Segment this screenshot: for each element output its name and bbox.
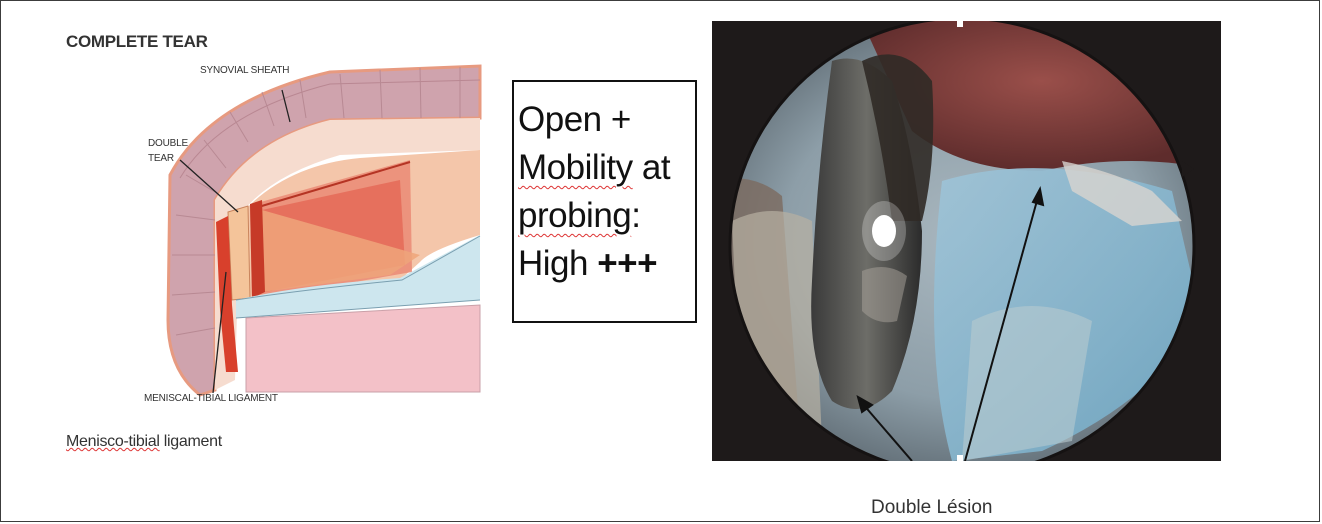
textbox-line-3: probing: xyxy=(518,192,691,240)
caption-rest: ligament xyxy=(160,433,222,450)
label-meniscal-tibial: MENISCAL-TIBIAL LIGAMENT xyxy=(144,391,278,406)
textbox-line-4: High +++ xyxy=(518,240,691,288)
label-double-tear-line1: DOUBLE xyxy=(148,136,188,151)
textbox-colon: : xyxy=(631,196,640,235)
textbox-line-2: Mobility at xyxy=(518,144,691,192)
label-double-tear-line2: TEAR xyxy=(148,151,174,166)
textbox-high: High xyxy=(518,244,597,283)
textbox-line-1: Open + xyxy=(518,96,691,144)
textbox-mobility: Mobility xyxy=(518,148,633,187)
label-synovial-sheath: SYNOVIAL SHEATH xyxy=(200,63,289,78)
mobility-textbox: Open + Mobility at probing: High +++ xyxy=(512,80,697,323)
diagram-caption: Menisco-tibial ligament xyxy=(66,433,222,451)
caption-term: Menisco-tibial xyxy=(66,433,160,450)
textbox-probing: probing xyxy=(518,196,631,235)
textbox-at: at xyxy=(633,148,670,187)
arthroscopy-image xyxy=(712,21,1221,461)
arthroscopy-caption: Double Lésion xyxy=(871,497,992,519)
tibia-block xyxy=(246,305,480,392)
double-tear-strip xyxy=(228,206,250,300)
textbox-plus: +++ xyxy=(597,244,657,283)
